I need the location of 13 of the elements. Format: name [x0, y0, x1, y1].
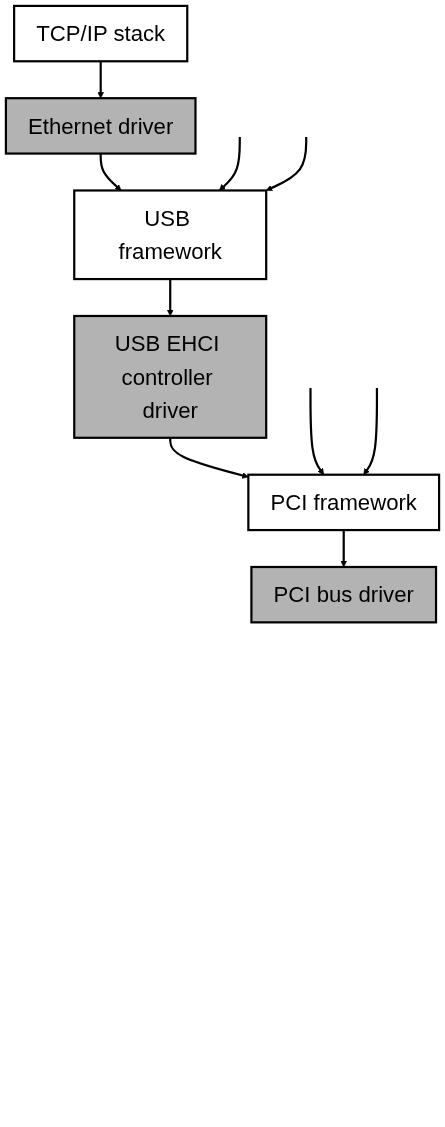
node-box: PCI framework	[247, 473, 441, 532]
arrow	[265, 136, 308, 191]
arrow	[99, 153, 122, 191]
arrow	[169, 437, 249, 479]
arrow	[97, 61, 104, 99]
node-box: USB framework	[73, 189, 268, 281]
arrow	[309, 387, 325, 475]
node-box: USB EHCI controller driver	[73, 314, 268, 439]
node-box: TCP/IP stack	[13, 4, 189, 63]
arrow	[219, 136, 241, 191]
node-box: Ethernet driver	[4, 97, 197, 155]
node-box: PCI bus driver	[250, 565, 438, 624]
arrow	[363, 387, 379, 475]
